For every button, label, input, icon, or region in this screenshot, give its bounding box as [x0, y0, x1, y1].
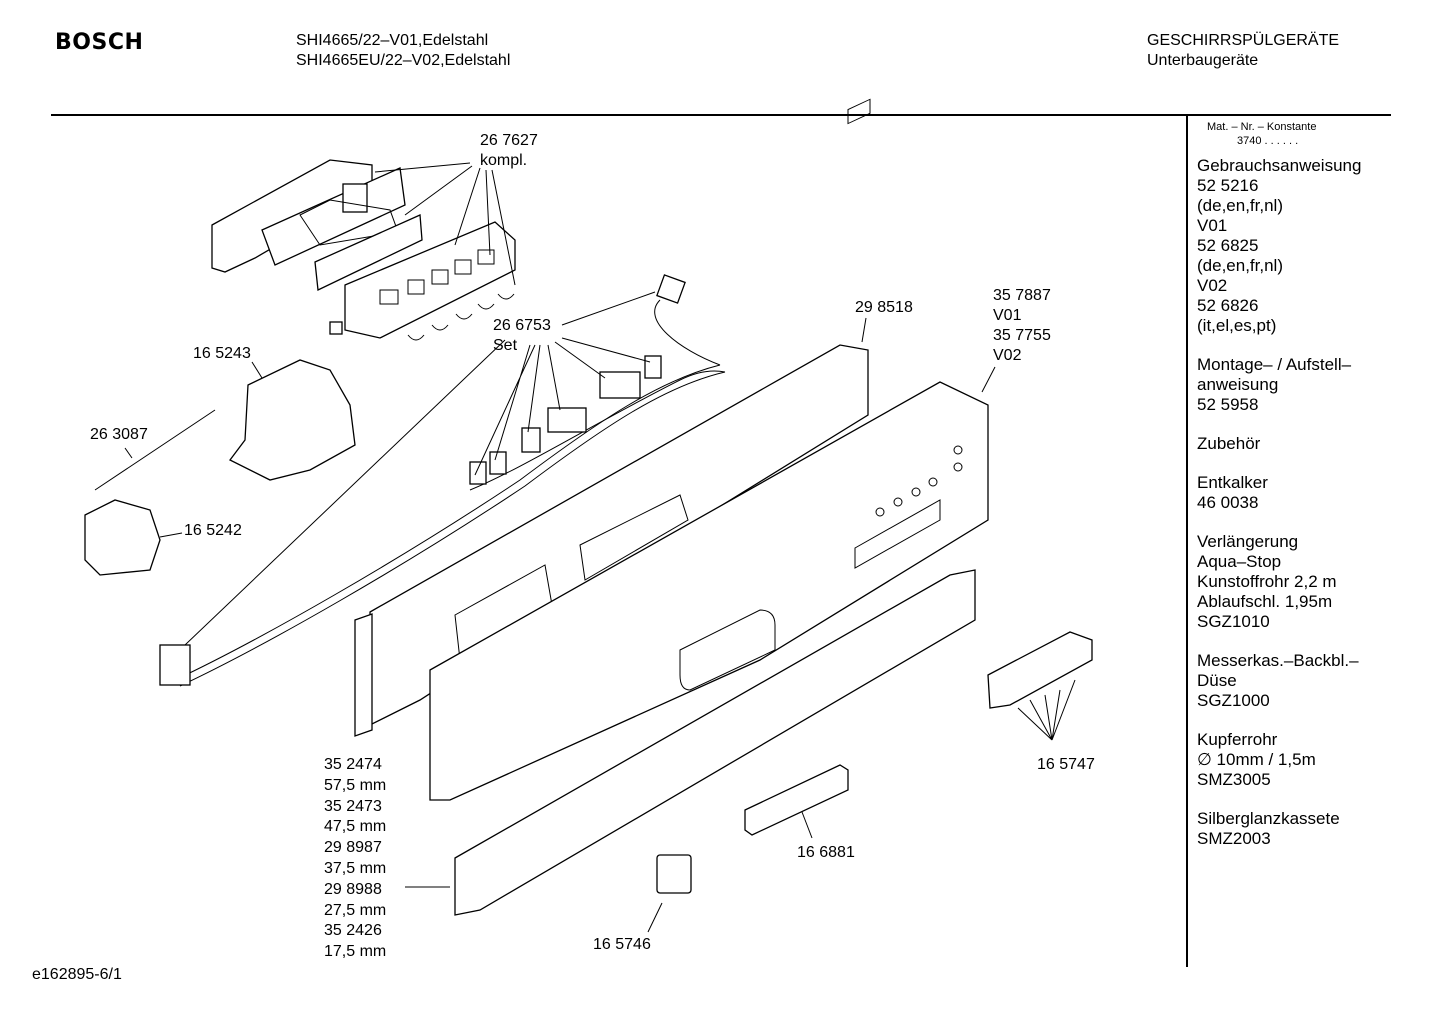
sidebar-line: Kupferrohr [1197, 730, 1278, 749]
sidebar-line: Gebrauchsanweisung [1197, 156, 1362, 175]
sidebar-line: (de,en,fr,nl) [1197, 196, 1283, 215]
sidebar-line: Aqua–Stop [1197, 552, 1282, 571]
push-buttons-part [987, 631, 1093, 709]
label-267627-note: kompl. [480, 152, 528, 169]
mat-label: Mat. – Nr. – Konstante [1207, 121, 1317, 133]
sidebar-line: Silberglanzkassete [1197, 809, 1340, 828]
door-lock-part [229, 359, 356, 481]
sidebar-line: 46 0038 [1197, 493, 1259, 512]
model-line-1: SHI4665/22–V01,Edelstahl [296, 32, 489, 49]
label-357887-number: 35 7887 [993, 287, 1051, 304]
label-267627: 26 7627 kompl. [480, 131, 538, 171]
light-guide-part [744, 764, 849, 836]
accessory-sidebar: Mat. – Nr. – Konstante 3740 . . . . . . … [1197, 120, 1387, 868]
sidebar-line: ∅ 10mm / 1,5m [1197, 750, 1316, 769]
label-266753: 26 6753 Set [493, 316, 551, 356]
category-line-2: Unterbaugeräte [1147, 52, 1259, 69]
front-panel-part [429, 98, 989, 801]
label-263087: 26 3087 [90, 426, 148, 443]
leader-lines [94, 162, 1076, 933]
label-357887: 35 7887 V01 35 7755 V02 [993, 286, 1051, 366]
size-list-item: 17,5 mm [324, 943, 387, 961]
sidebar-line: 52 5216 [1197, 176, 1259, 195]
brand-logo: BOSCH [55, 30, 144, 55]
sidebar-line: 52 6825 [1197, 236, 1259, 255]
size-list: 35 2474 57,5 mm 35 2473 47,5 mm 29 8987 … [324, 755, 386, 963]
sidebar-line: 52 6826 [1197, 296, 1259, 315]
size-list-item: 35 2473 [324, 797, 382, 815]
label-165242: 16 5242 [184, 522, 242, 539]
sidebar-line: 52 5958 [1197, 395, 1259, 414]
label-165243: 16 5243 [193, 345, 251, 362]
lower-strip-part [454, 569, 976, 916]
size-list-item: 57,5 mm [324, 776, 387, 794]
header-divider [51, 114, 1391, 116]
label-267627-number: 26 7627 [480, 132, 538, 149]
size-list-item: 27,5 mm [324, 901, 387, 919]
mat-value: 3740 . . . . . . [1237, 135, 1299, 147]
sidebar-line: (de,en,fr,nl) [1197, 256, 1283, 275]
size-list-item: 37,5 mm [324, 859, 387, 877]
sidebar-line: V01 [1197, 216, 1228, 235]
drawing-code: e162895-6/1 [32, 966, 122, 983]
sidebar-line: SGZ1000 [1197, 691, 1270, 710]
label-357755-variant: V02 [993, 347, 1022, 364]
model-line-2: SHI4665EU/22–V02,Edelstahl [296, 52, 511, 69]
label-298518: 29 8518 [855, 299, 913, 316]
sidebar-block: Zubehör [1197, 434, 1387, 454]
category-info: GESCHIRRSPÜLGERÄTE Unterbaugeräte [1147, 31, 1339, 71]
sidebar-line: anweisung [1197, 375, 1279, 394]
sidebar-line: Kunstoffrohr 2,2 m [1197, 572, 1337, 591]
size-list-item: 35 2426 [324, 922, 382, 940]
inner-panel-part [354, 344, 869, 737]
label-266753-note: Set [493, 337, 518, 354]
label-165747: 16 5747 [1037, 756, 1095, 773]
label-357755-number: 35 7755 [993, 327, 1051, 344]
sidebar-line: Ablaufschl. 1,95m [1197, 592, 1333, 611]
control-module-part [211, 159, 516, 341]
sidebar-line: V02 [1197, 276, 1228, 295]
sidebar-line: Zubehör [1197, 434, 1261, 453]
knob-part [656, 854, 692, 894]
sidebar-line: (it,el,es,pt) [1197, 316, 1277, 335]
size-list-item: 29 8987 [324, 839, 382, 857]
model-info: SHI4665/22–V01,Edelstahl SHI4665EU/22–V0… [296, 31, 510, 71]
label-357887-variant: V01 [993, 307, 1022, 324]
sidebar-divider [1186, 115, 1188, 967]
sidebar-line: SMZ2003 [1197, 829, 1271, 848]
category-line-1: GESCHIRRSPÜLGERÄTE [1147, 32, 1340, 49]
label-165746: 16 5746 [593, 936, 651, 953]
label-166881: 16 6881 [797, 844, 855, 861]
sidebar-line: Entkalker [1197, 473, 1268, 492]
sidebar-line: Messerkas.–Backbl.– [1197, 651, 1359, 670]
switch-part [84, 499, 161, 576]
sidebar-line: Verlängerung [1197, 532, 1299, 551]
sidebar-line: Montage– / Aufstell– [1197, 355, 1352, 374]
sidebar-line: SGZ1010 [1197, 612, 1270, 631]
size-list-item: 35 2474 [324, 756, 382, 773]
size-list-item: 29 8988 [324, 880, 382, 898]
size-list-item: 47,5 mm [324, 818, 387, 836]
sidebar-line: SMZ3005 [1197, 770, 1271, 789]
label-266753-number: 26 6753 [493, 317, 551, 334]
sidebar-line: Düse [1197, 671, 1237, 690]
